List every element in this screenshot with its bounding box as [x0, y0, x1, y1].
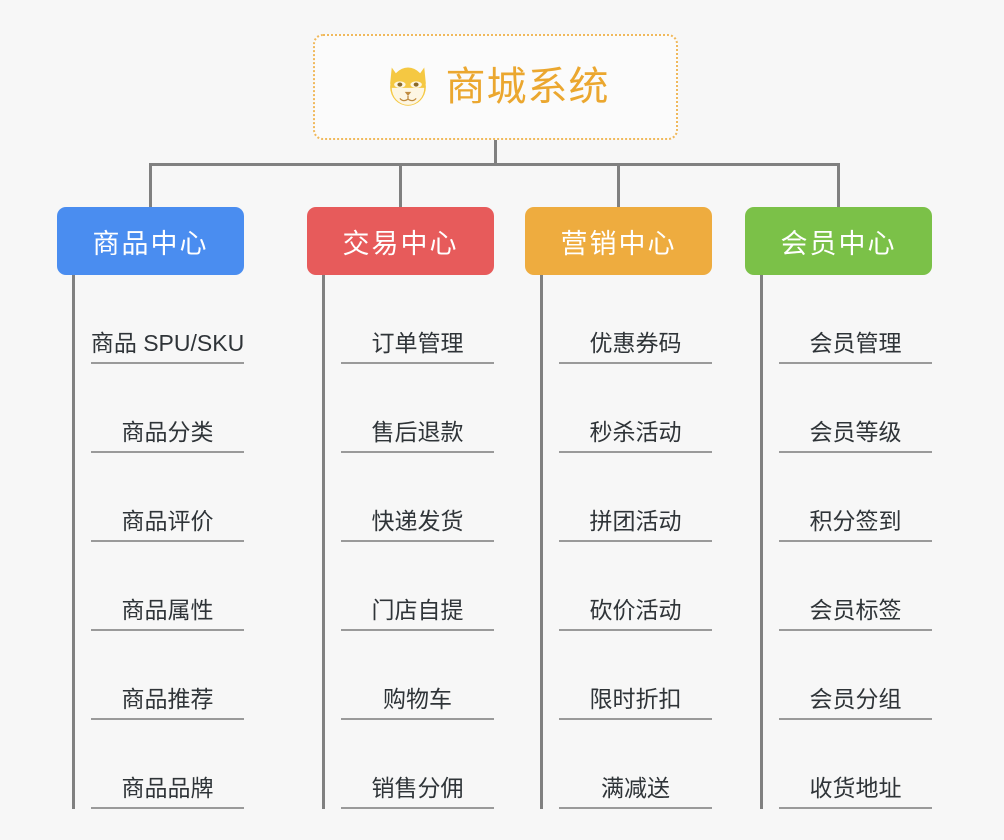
connector-drop-3 [617, 163, 620, 208]
leaf-item[interactable]: 商品 SPU/SKU [91, 275, 244, 364]
branch-column-1: 商品中心 商品 SPU/SKU 商品分类 商品评价 商品属性 商品推荐 商品品牌 [57, 207, 244, 809]
leaf-item[interactable]: 商品评价 [91, 453, 244, 542]
leaf-label: 商品 SPU/SKU [90, 329, 245, 356]
leaf-item[interactable]: 满减送 [559, 720, 712, 809]
branch-column-4: 会员中心 会员管理 会员等级 积分签到 会员标签 会员分组 收货地址 [745, 207, 932, 809]
branch-column-2: 交易中心 订单管理 售后退款 快递发货 门店自提 购物车 销售分佣 [307, 207, 494, 809]
connector-drop-2 [399, 163, 402, 208]
connector-root-stem [494, 140, 497, 164]
branch-header-label-2: 交易中心 [342, 228, 459, 259]
leaf-label: 会员等级 [809, 418, 902, 445]
root-title: 商城系统 [445, 65, 610, 109]
leaf-label: 门店自提 [371, 596, 464, 623]
leaf-list-4: 会员管理 会员等级 积分签到 会员标签 会员分组 收货地址 [760, 275, 932, 809]
leaf-list-3: 优惠券码 秒杀活动 拼团活动 砍价活动 限时折扣 满减送 [540, 275, 712, 809]
leaf-label: 会员标签 [809, 596, 902, 623]
leaf-item[interactable]: 商品属性 [91, 542, 244, 631]
leaf-label: 商品品牌 [121, 774, 214, 801]
branch-header-4[interactable]: 会员中心 [745, 207, 932, 275]
leaf-label: 商品推荐 [121, 685, 214, 712]
leaf-item[interactable]: 商品推荐 [91, 631, 244, 720]
leaf-item[interactable]: 积分签到 [779, 453, 932, 542]
shiba-dog-face-icon [389, 67, 426, 106]
leaf-label: 快递发货 [371, 507, 464, 534]
branch-header-label-1: 商品中心 [92, 228, 209, 259]
leaf-item[interactable]: 售后退款 [341, 364, 494, 453]
leaf-item[interactable]: 拼团活动 [559, 453, 712, 542]
connector-horizontal-bus [149, 163, 840, 166]
leaf-item[interactable]: 会员标签 [779, 542, 932, 631]
leaf-item[interactable]: 会员分组 [779, 631, 932, 720]
leaf-item[interactable]: 门店自提 [341, 542, 494, 631]
leaf-label: 优惠券码 [589, 329, 682, 356]
branch-header-label-4: 会员中心 [780, 228, 897, 259]
leaf-label: 购物车 [383, 685, 452, 712]
leaf-item[interactable]: 收货地址 [779, 720, 932, 809]
leaf-item[interactable]: 秒杀活动 [559, 364, 712, 453]
leaf-label: 销售分佣 [371, 774, 464, 801]
leaf-item[interactable]: 销售分佣 [341, 720, 494, 809]
leaf-item[interactable]: 会员等级 [779, 364, 932, 453]
leaf-label: 秒杀活动 [589, 418, 682, 445]
leaf-item[interactable]: 快递发货 [341, 453, 494, 542]
connector-drop-1 [149, 163, 152, 208]
leaf-label: 订单管理 [371, 329, 464, 356]
leaf-list-1: 商品 SPU/SKU 商品分类 商品评价 商品属性 商品推荐 商品品牌 [72, 275, 244, 809]
leaf-label: 商品属性 [121, 596, 214, 623]
leaf-item[interactable]: 会员管理 [779, 275, 932, 364]
branch-column-3: 营销中心 优惠券码 秒杀活动 拼团活动 砍价活动 限时折扣 满减送 [525, 207, 712, 809]
connector-drop-4 [837, 163, 840, 208]
leaf-list-2: 订单管理 售后退款 快递发货 门店自提 购物车 销售分佣 [322, 275, 494, 809]
leaf-item[interactable]: 优惠券码 [559, 275, 712, 364]
leaf-item[interactable]: 订单管理 [341, 275, 494, 364]
branch-header-3[interactable]: 营销中心 [525, 207, 712, 275]
leaf-label: 满减送 [601, 774, 670, 801]
leaf-item[interactable]: 商品品牌 [91, 720, 244, 809]
leaf-label: 商品评价 [121, 507, 214, 534]
leaf-item[interactable]: 限时折扣 [559, 631, 712, 720]
leaf-item[interactable]: 购物车 [341, 631, 494, 720]
root-node[interactable]: 商城系统 [313, 34, 678, 140]
branch-header-1[interactable]: 商品中心 [57, 207, 244, 275]
leaf-item[interactable]: 砍价活动 [559, 542, 712, 631]
leaf-label: 收货地址 [809, 774, 902, 801]
leaf-label: 拼团活动 [589, 507, 682, 534]
leaf-label: 会员管理 [809, 329, 902, 356]
leaf-label: 商品分类 [121, 418, 214, 445]
branch-header-label-3: 营销中心 [560, 228, 677, 259]
leaf-item[interactable]: 商品分类 [91, 364, 244, 453]
branch-header-2[interactable]: 交易中心 [307, 207, 494, 275]
leaf-label: 积分签到 [809, 507, 902, 534]
leaf-label: 砍价活动 [589, 596, 682, 623]
leaf-label: 售后退款 [371, 418, 464, 445]
leaf-label: 会员分组 [809, 685, 902, 712]
leaf-label: 限时折扣 [589, 685, 682, 712]
